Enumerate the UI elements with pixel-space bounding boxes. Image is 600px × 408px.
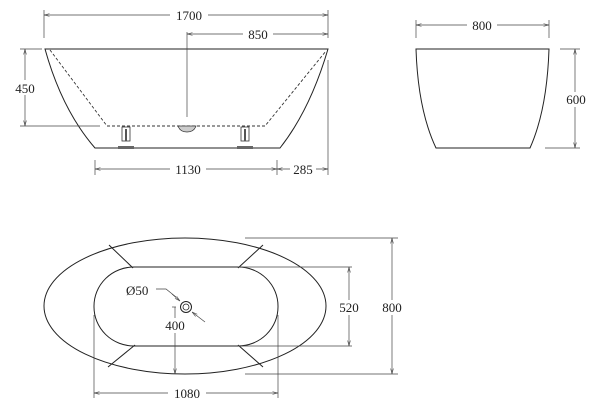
dim-drain-diameter: Ø50 [126, 283, 148, 298]
foot-left [118, 126, 134, 149]
dim-length: 1700 [176, 8, 202, 23]
dim-inner-width: 520 [339, 300, 359, 315]
side-outline [44, 48, 329, 149]
dim-drain-to-edge: 400 [165, 318, 185, 333]
side-view: 1700 850 450 1130 285 [10, 7, 329, 177]
dim-foot-to-end: 285 [293, 162, 313, 177]
dim-inner-length: 1080 [174, 386, 200, 401]
inner-basin [93, 266, 279, 347]
dim-feet-spacing: 1130 [175, 162, 201, 177]
end-view: 800 600 [415, 18, 592, 149]
dim-end-height: 600 [566, 92, 586, 107]
drain-icon [177, 125, 197, 133]
end-outline [415, 48, 550, 149]
plan-view: Ø50 400 520 800 1080 [43, 237, 407, 401]
dim-outer-width: 800 [382, 300, 402, 315]
drain-icon [180, 301, 192, 313]
dim-depth: 450 [15, 81, 35, 96]
foot-right [237, 126, 253, 149]
dim-end-width: 800 [472, 18, 492, 33]
outer-rim [43, 237, 327, 375]
inner-basin-dashed [49, 49, 327, 127]
dim-drain-offset: 850 [248, 27, 268, 42]
